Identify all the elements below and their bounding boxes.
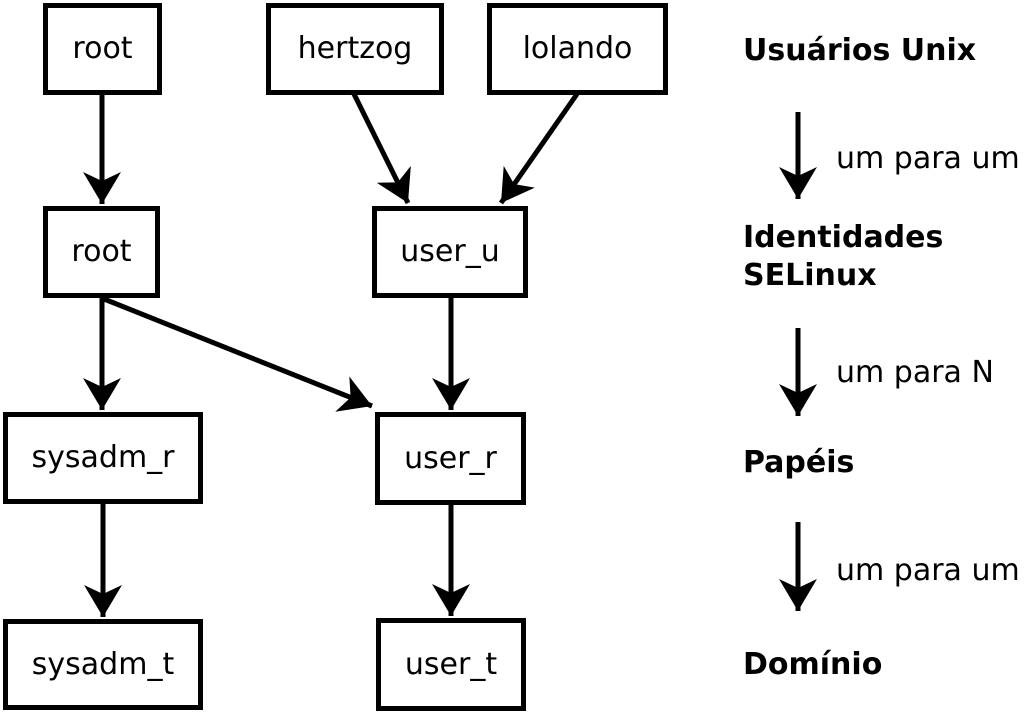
node-label-user-t: user_t: [404, 646, 498, 682]
node-label-user-r: user_r: [404, 440, 497, 476]
node-lolando: lolando: [487, 3, 668, 95]
edge-arrow-root-selinux-to-user-r: [103, 296, 373, 412]
node-label-sysadm-r: sysadm_r: [31, 440, 175, 475]
node-user-t: user_t: [376, 618, 526, 711]
node-sysadm-r: sysadm_r: [3, 412, 203, 504]
legend-relation-label-um-para-um-1: um para um: [836, 141, 1020, 176]
node-label-user-u: user_u: [400, 234, 500, 269]
legend-level-identidades-selinux: Identidades SELinux: [743, 220, 944, 293]
node-user-u: user_u: [372, 206, 528, 298]
node-label-root-selinux: root: [71, 234, 132, 269]
node-root-selinux: root: [43, 206, 160, 298]
legend-level-dominio: Domínio: [743, 647, 883, 682]
node-label-lolando: lolando: [522, 31, 633, 66]
node-label-hertzog: hertzog: [297, 31, 413, 66]
node-label-root-unix: root: [72, 31, 133, 66]
node-hertzog: hertzog: [266, 3, 444, 95]
node-root-unix: root: [43, 3, 162, 95]
edge-arrow-hertzog-to-user-u: [351, 92, 411, 205]
legend-level-usuarios-unix: Usuários Unix: [743, 33, 977, 68]
node-user-r: user_r: [375, 412, 526, 505]
legend-relation-label-um-para-n: um para N: [836, 355, 994, 390]
edge-arrow-lolando-to-user-u: [498, 92, 580, 205]
legend-level-papeis: Papéis: [743, 445, 855, 480]
node-label-sysadm-t: sysadm_t: [31, 646, 175, 682]
node-sysadm-t: sysadm_t: [3, 619, 203, 710]
legend-relation-label-um-para-um-2: um para um: [836, 553, 1020, 588]
